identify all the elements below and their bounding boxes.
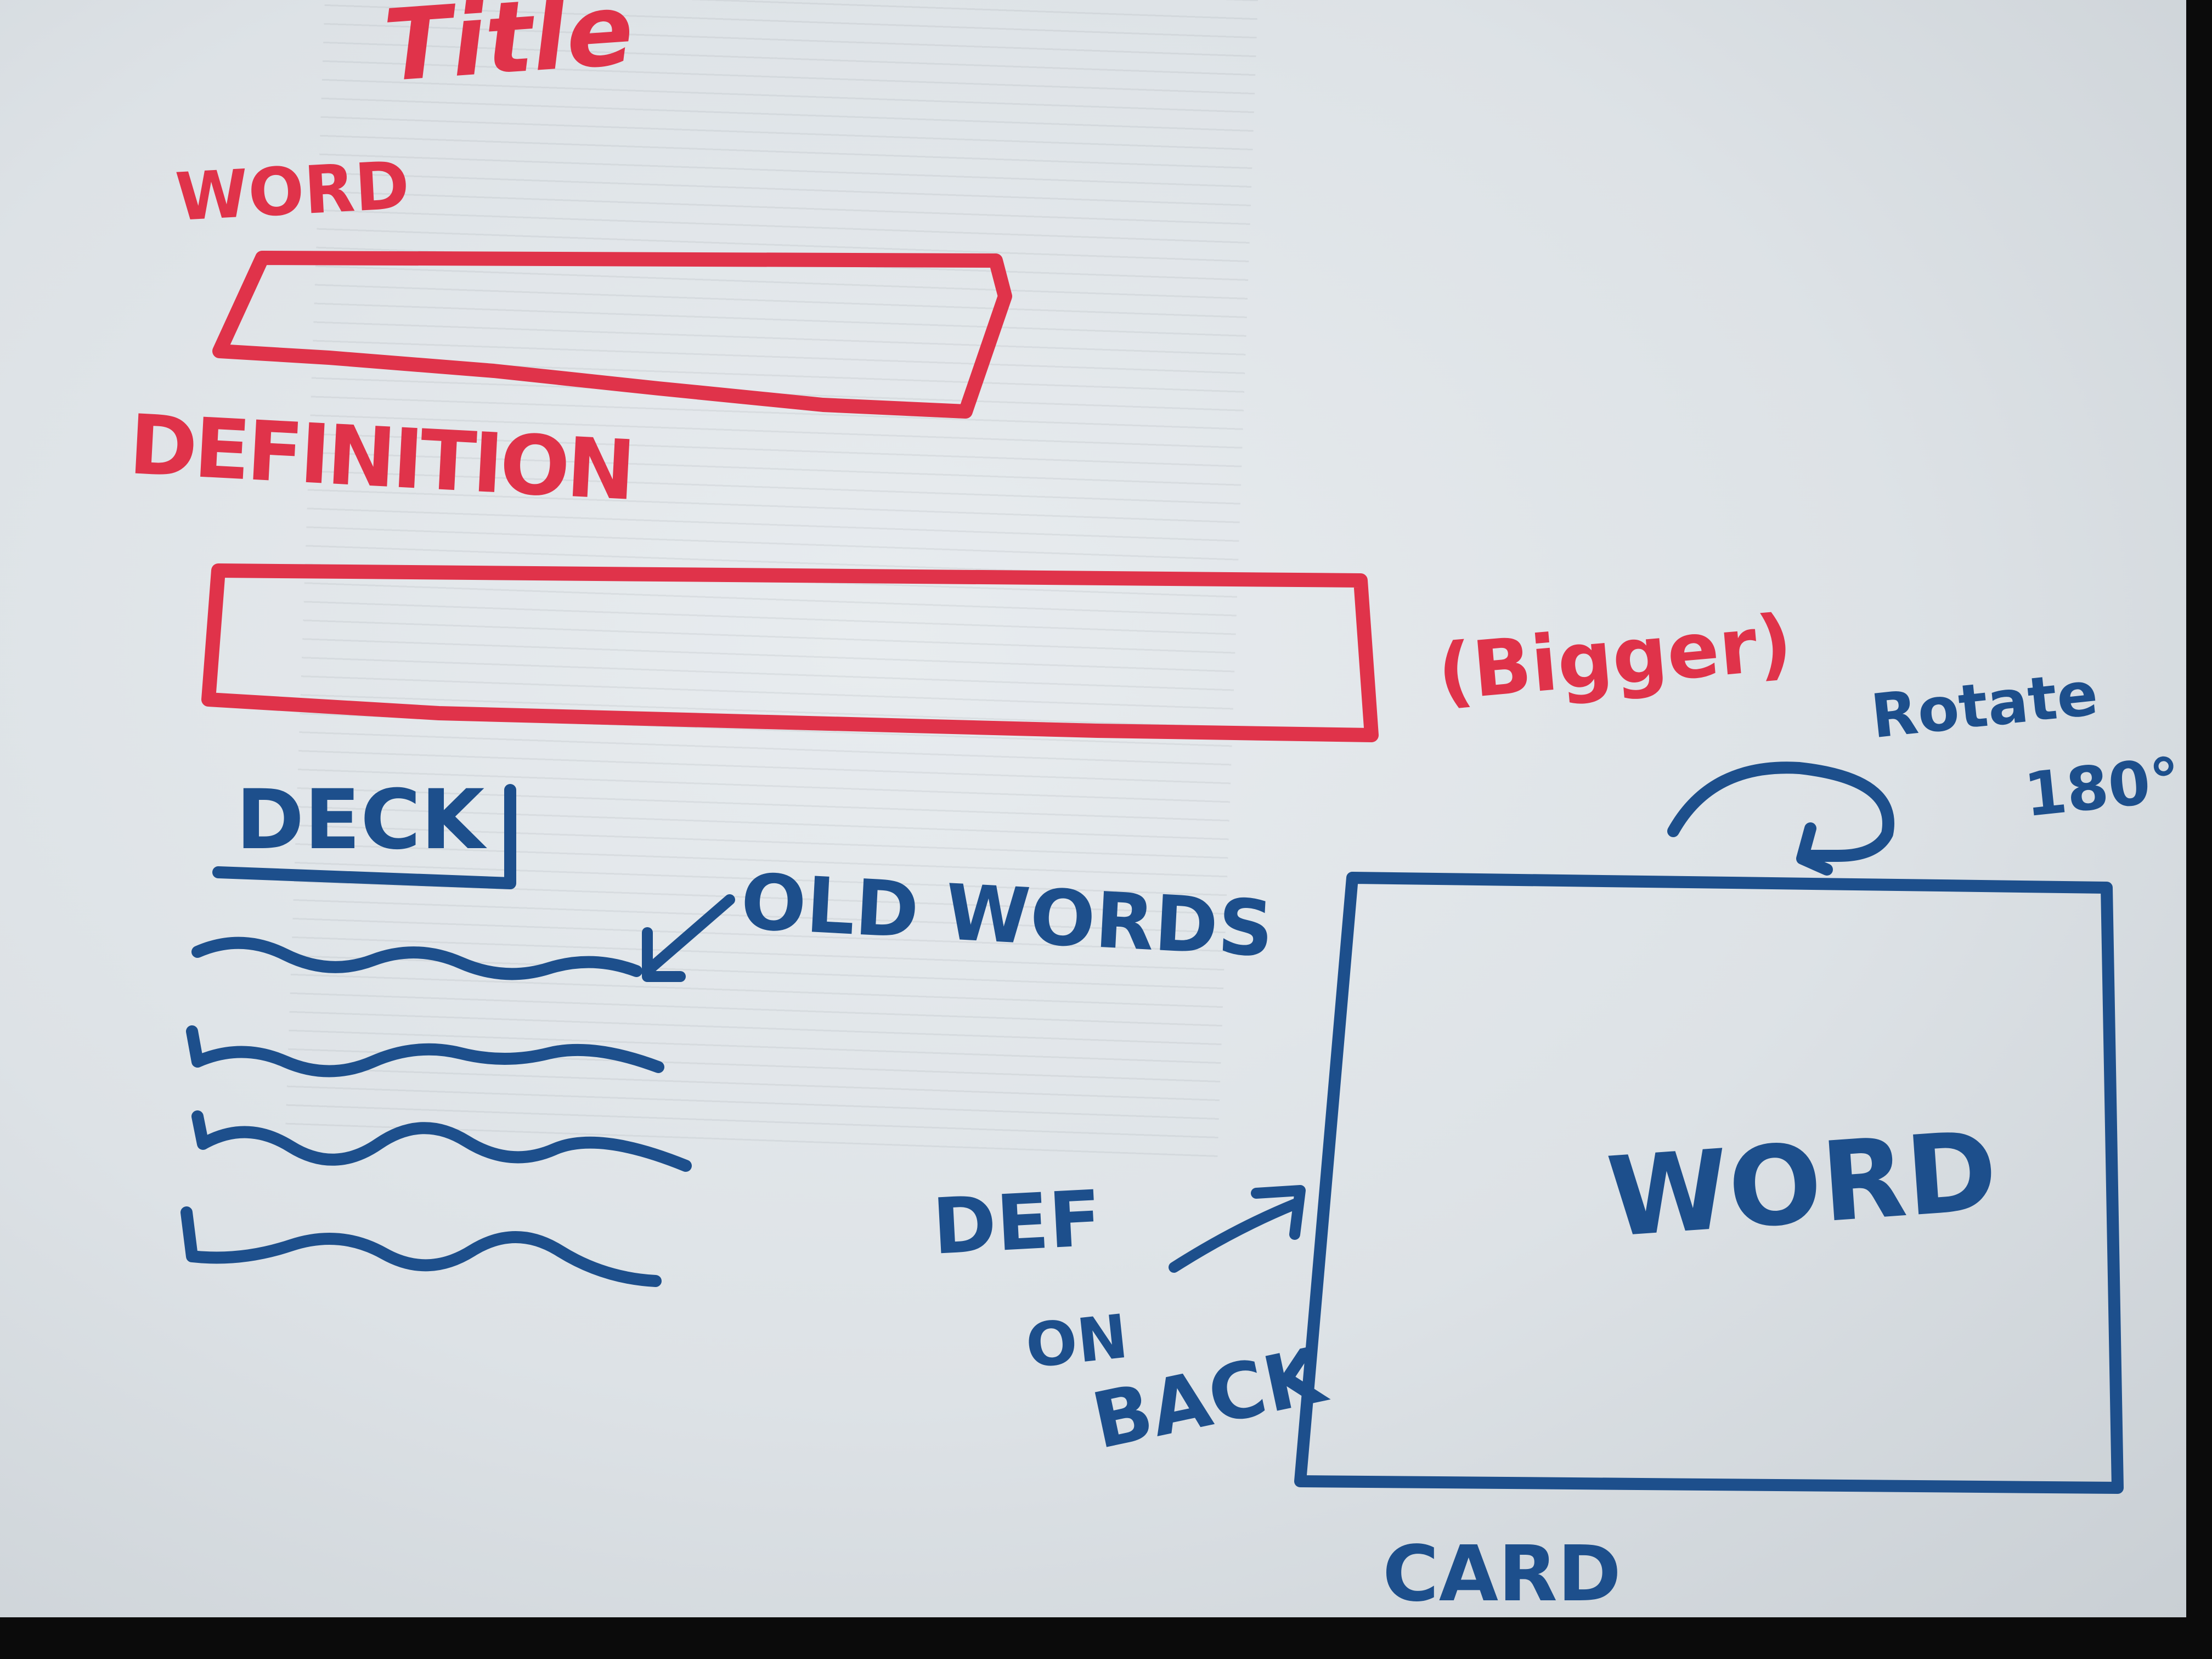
deck-word-squiggle-2 (186, 1025, 664, 1077)
deck-tab-outline (212, 784, 516, 889)
deck-word-squiggle-4 (180, 1206, 662, 1287)
word-input-box (212, 251, 1012, 419)
deck-word-squiggle-3 (191, 1110, 692, 1172)
rotate-arrow-icon (1667, 761, 1894, 876)
def-back-arrow-icon (1169, 1185, 1306, 1273)
page-title: Title (380, 0, 637, 104)
deck-label: DECK (236, 772, 485, 868)
card-label: CARD (1383, 1530, 1622, 1619)
card-outline (1294, 872, 2124, 1494)
card-word: WORD (1603, 1107, 2001, 1262)
paper-sheet (0, 0, 2186, 1617)
back-note-line2: ON (1022, 1301, 1131, 1382)
back-note-line1: DEF (930, 1174, 1104, 1272)
word-label: WORD (173, 147, 411, 236)
deck-word-squiggle-1 (191, 936, 642, 980)
rotate-note-line2: 180° (2021, 744, 2184, 831)
definition-label: DEFINITION (127, 397, 635, 519)
definition-input-box (201, 563, 1379, 742)
old-words-arrow-icon (642, 894, 735, 982)
